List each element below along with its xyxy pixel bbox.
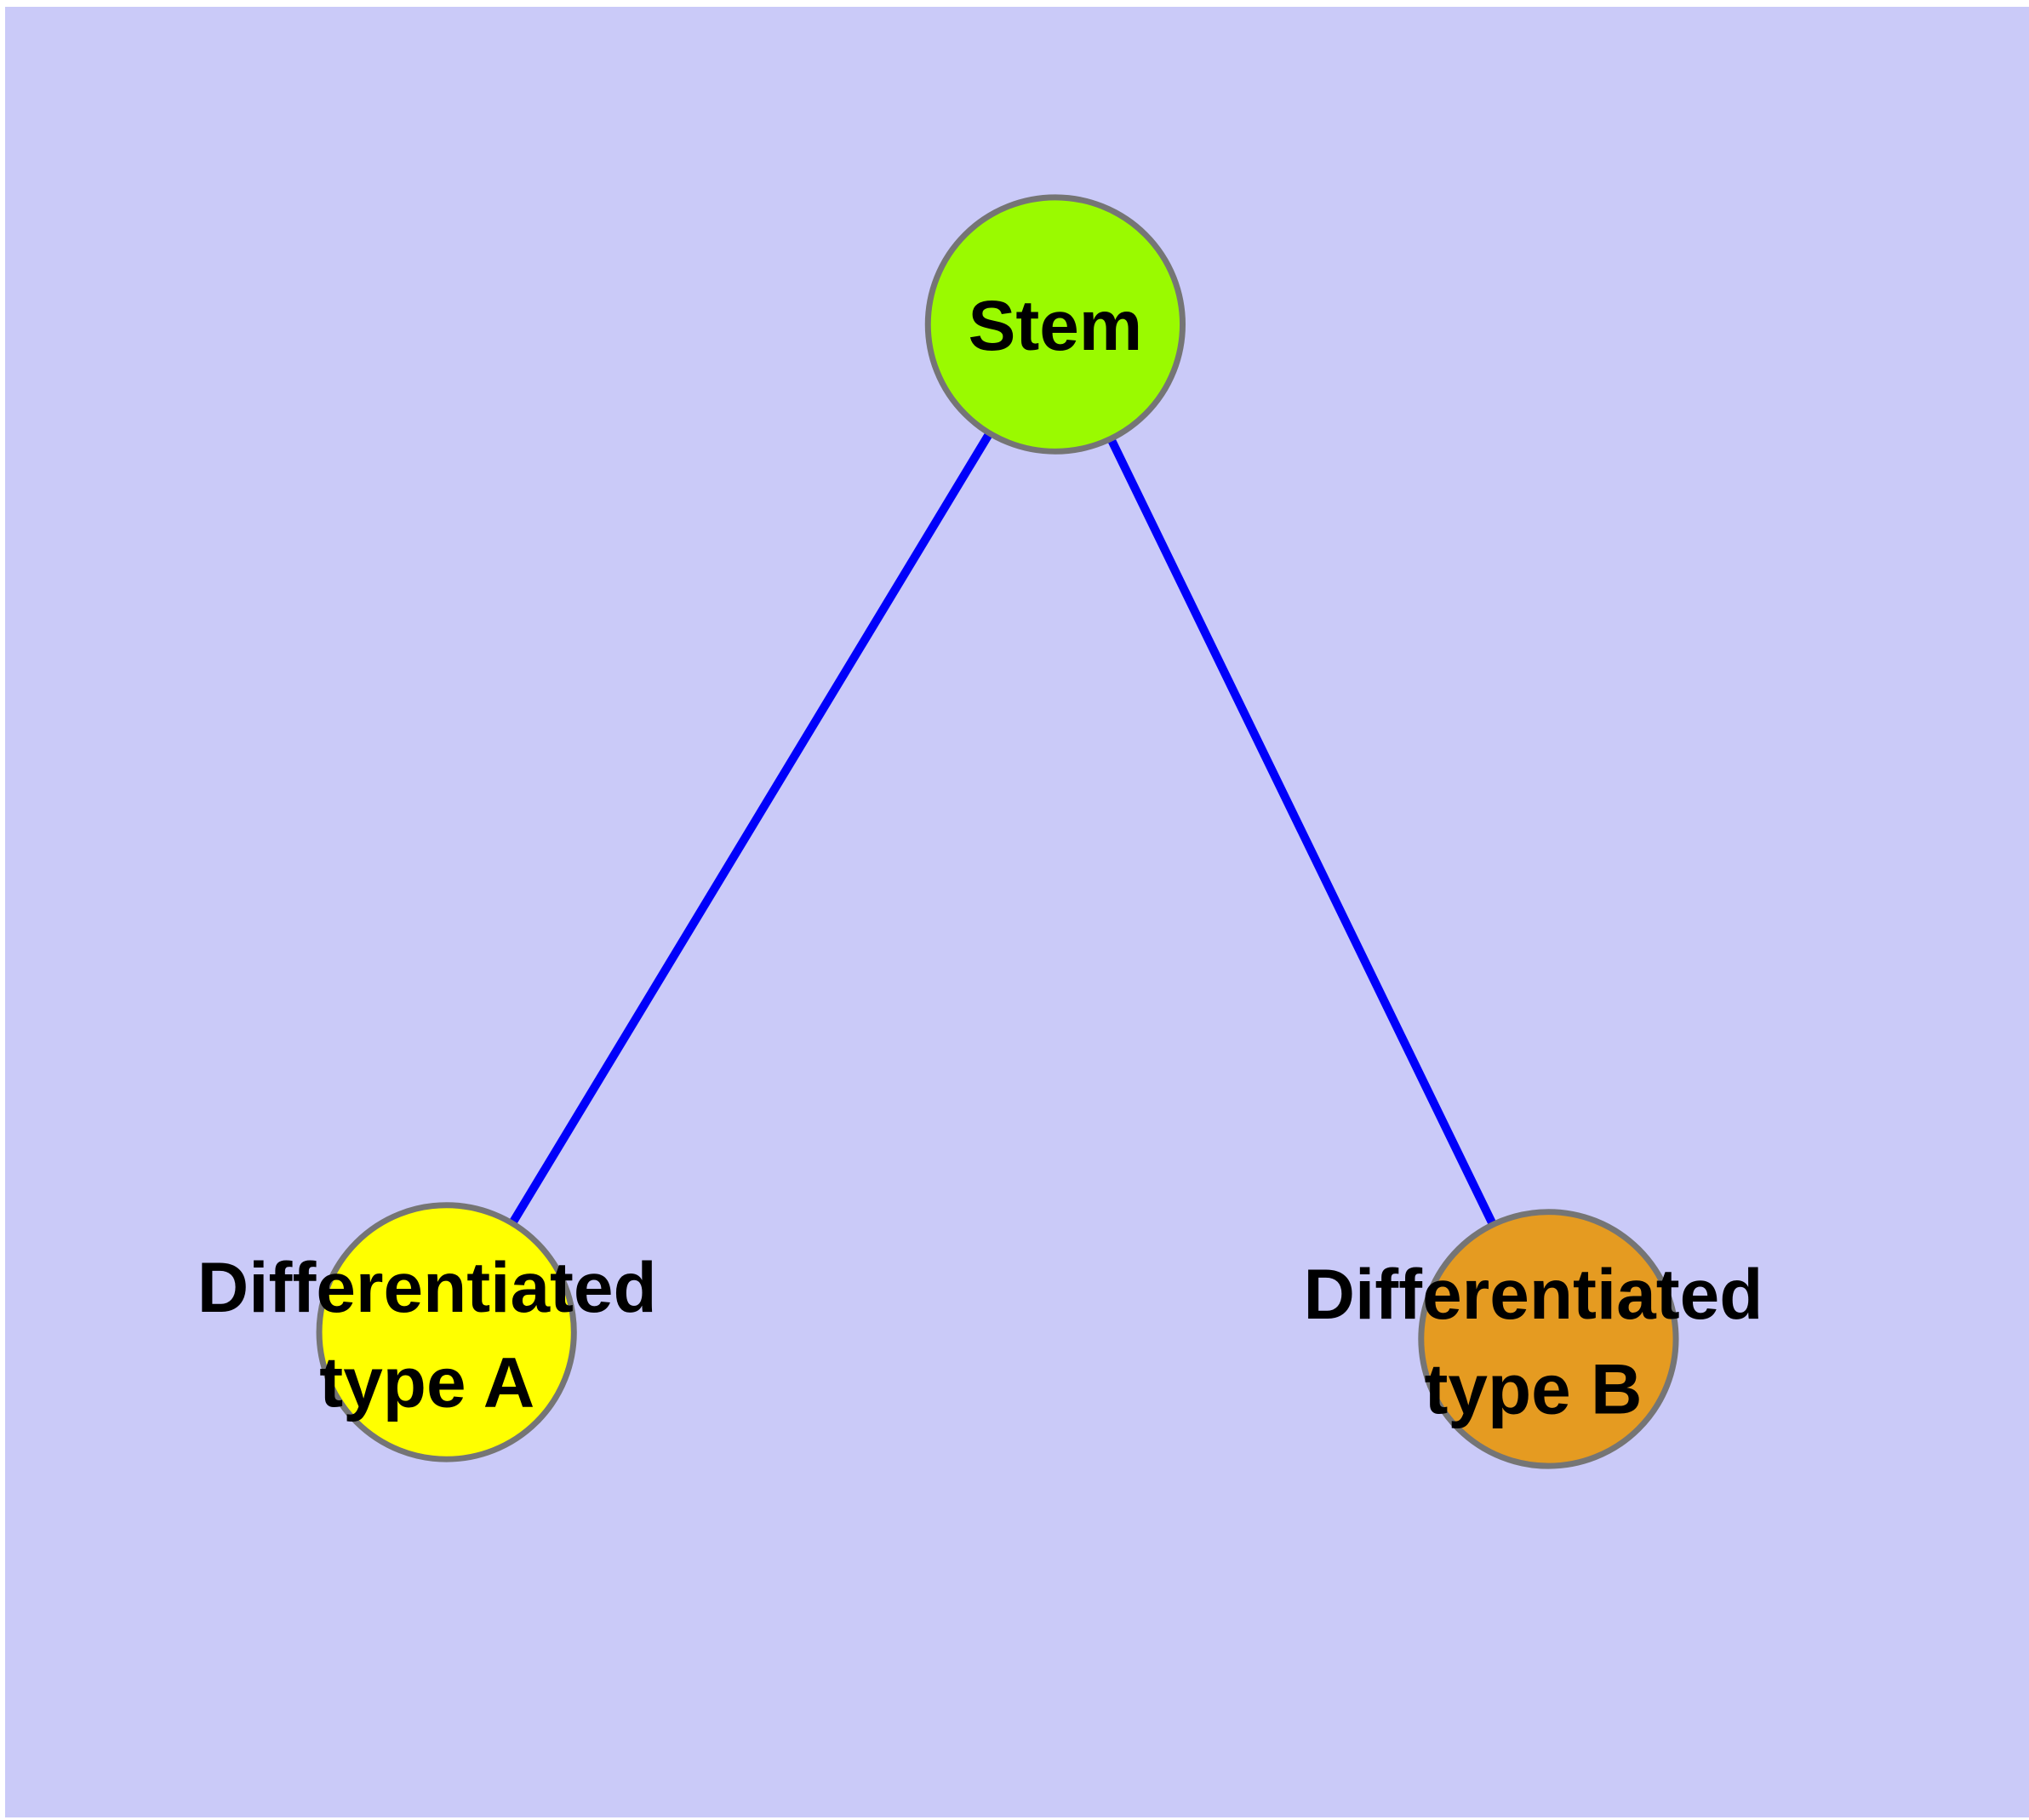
edge-stem-to-differentiated-type-b xyxy=(1051,322,1552,1342)
node-stem xyxy=(924,194,1186,455)
node-label-differentiated-type-b: Differentiated type B xyxy=(1304,1254,1763,1428)
node-differentiated-type-b xyxy=(1418,1209,1679,1469)
node-differentiated-type-a xyxy=(316,1202,577,1462)
node-label-line: type B xyxy=(1424,1349,1642,1429)
node-label-stem: Stem xyxy=(968,285,1142,365)
edge-stem-to-differentiated-type-a xyxy=(443,322,1060,1335)
node-label-line: type A xyxy=(319,1342,534,1422)
node-label-line: Differentiated xyxy=(197,1247,657,1327)
node-label-line: Differentiated xyxy=(1304,1254,1763,1334)
node-label-differentiated-type-a: Differentiated type A xyxy=(197,1247,657,1422)
node-label-line: Stem xyxy=(968,285,1142,365)
